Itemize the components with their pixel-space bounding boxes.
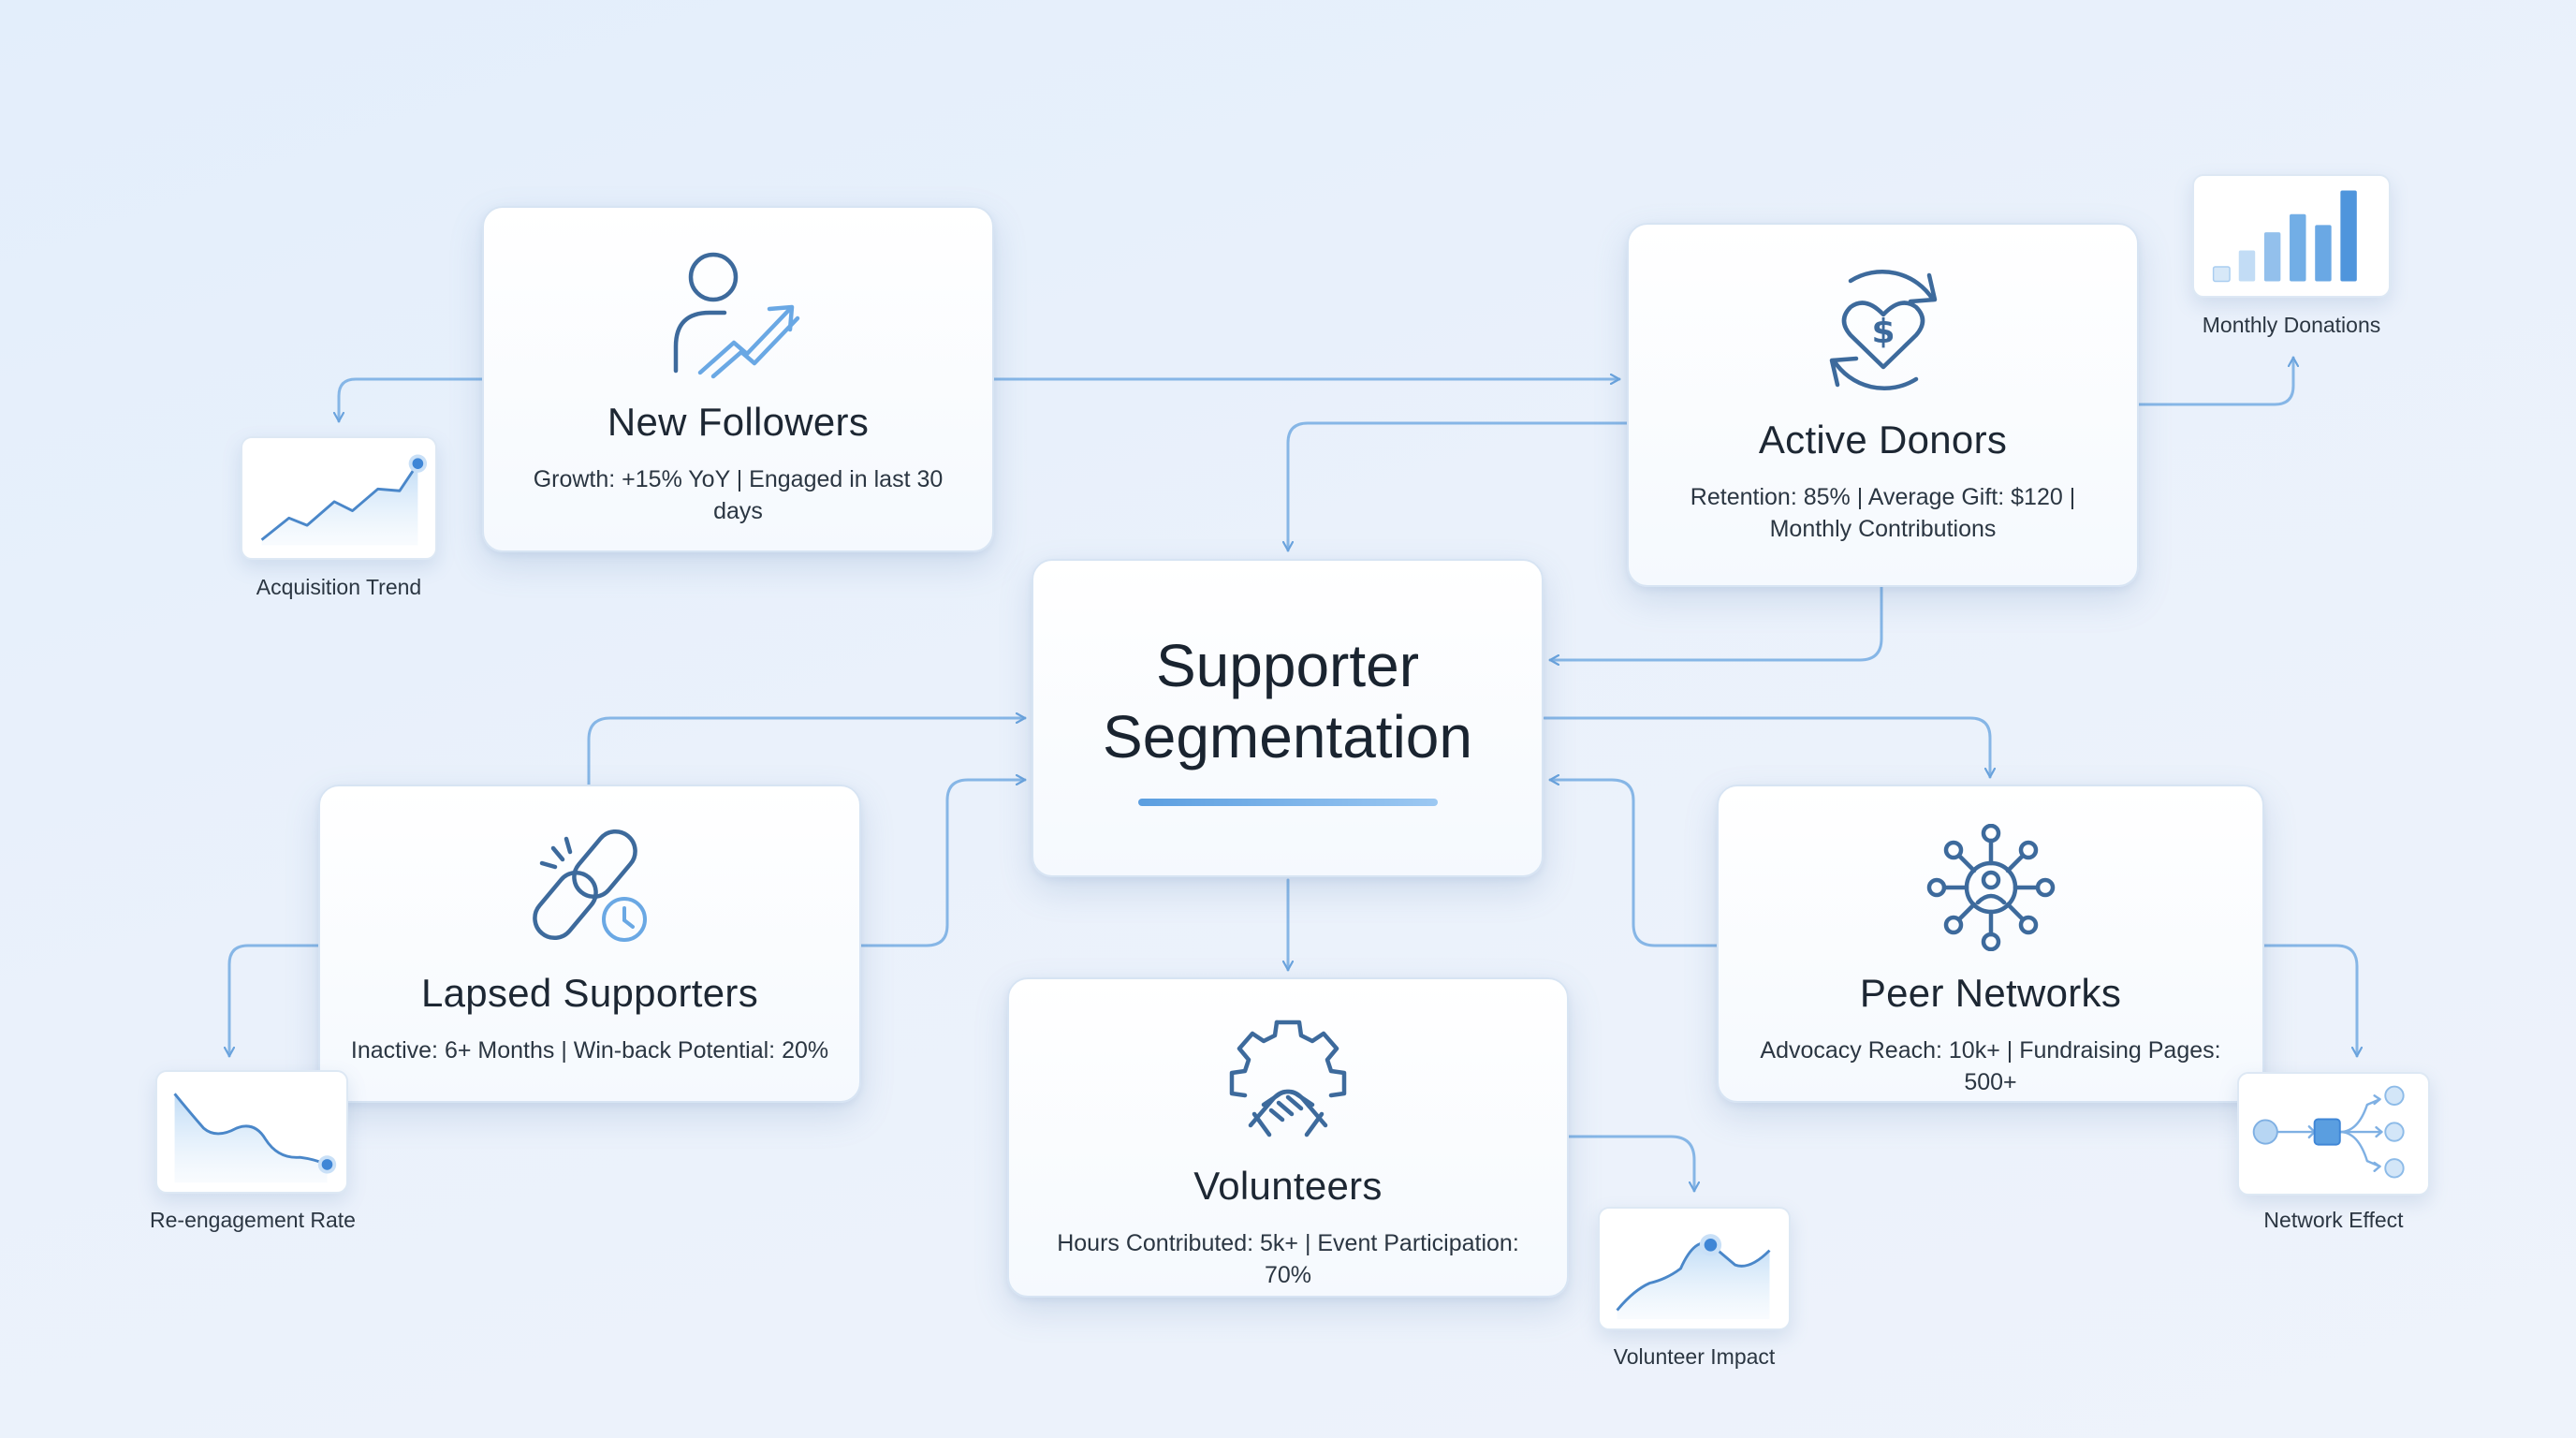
network-effect-thumbnail [2237,1072,2430,1196]
segment-stats: Retention: 85% | Average Gift: $120 | Mo… [1668,481,2098,545]
connector-volunteers-to-chart [1567,1135,1694,1193]
broken-link-clock-icon [520,822,660,956]
card-lapsed-supporters: Lapsed Supporters Inactive: 6+ Months | … [318,785,861,1103]
acquisition-trend-label: Acquisition Trend [256,575,422,599]
heart-dollar-cycle-icon: $ [1813,262,1954,403]
connector-donors-bottom-to-center [1548,585,1883,660]
monthly-donations-thumbnail [2192,174,2391,298]
connector-lapsed-top-to-center [587,718,1027,786]
network-effect-diagram [2252,1085,2405,1179]
gear-handshake-icon [1222,1013,1354,1149]
segment-stats: Growth: +15% YoY | Engaged in last 30 da… [533,466,944,524]
connector-donors-to-chart [2137,356,2293,406]
connector-center-to-peers [1543,716,1990,779]
segment-title: Peer Networks [1859,971,2122,1015]
center-card-supporter-segmentation: Supporter Segmentation [1032,559,1544,877]
segment-title: Volunteers [1193,1164,1383,1208]
connector-peers-to-center [1548,780,1719,947]
card-active-donors: $ Active Donors Retention: 85% | Average… [1627,223,2139,587]
connector-peers-to-chart [2262,944,2357,1058]
segment-title: New Followers [607,400,870,444]
segment-title: Active Donors [1758,418,2008,462]
volunteer-impact-label: Volunteer Impact [1613,1344,1776,1369]
card-peer-networks: Peer Networks Advocacy Reach: 10k+ | Fun… [1717,785,2264,1103]
person-growth-icon [668,249,809,385]
acquisition-trend-thumbnail [241,436,437,560]
monthly-donations-bars [2212,190,2357,283]
connector-donors-to-center [1288,421,1629,552]
connector-followers-to-trend [339,377,484,423]
connector-lapsed-right-to-center [859,780,1027,947]
card-volunteers: Volunteers Hours Contributed: 5k+ | Even… [1007,977,1569,1298]
segment-title: Lapsed Supporters [420,971,758,1015]
center-title-underline [1137,799,1438,806]
connector-lapsed-to-chart [229,944,320,1058]
acquisition-trend-sparkline [260,454,428,546]
center-title-line: Supporter [1155,632,1420,699]
re-engagement-sparkline [173,1093,337,1183]
volunteer-impact-thumbnail [1598,1207,1791,1330]
center-title-line: Segmentation [1103,703,1472,770]
svg-text:$: $ [1871,313,1895,351]
segment-stats-line: Monthly Contributions [1769,516,1997,542]
re-engagement-rate-thumbnail [155,1070,348,1194]
segment-stats: Inactive: 6+ Months | Win-back Potential… [350,1037,829,1064]
network-people-icon [1925,823,2056,956]
card-new-followers: New Followers Growth: +15% YoY | Engaged… [482,206,994,552]
volunteer-impact-sparkline [1616,1234,1771,1320]
center-title: Supporter Segmentation [1103,630,1472,772]
segment-stats-line: Retention: 85% | Average Gift: $120 | [1690,484,2076,510]
re-engagement-rate-label: Re-engagement Rate [150,1208,356,1232]
segment-stats: Hours Contributed: 5k+ | Event Participa… [1057,1230,1519,1288]
network-effect-label: Network Effect [2263,1208,2404,1232]
monthly-donations-label: Monthly Donations [2202,313,2381,337]
segment-stats: Advocacy Reach: 10k+ | Fundraising Pages… [1760,1037,2221,1095]
